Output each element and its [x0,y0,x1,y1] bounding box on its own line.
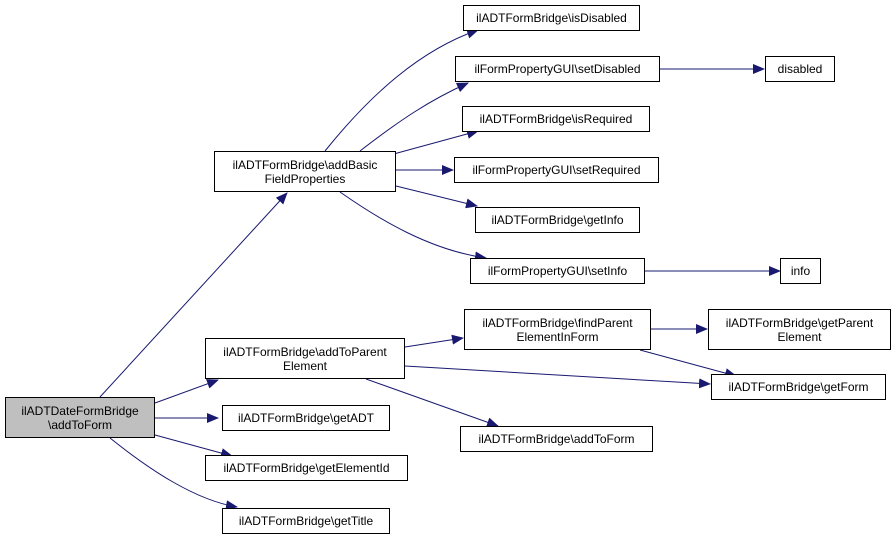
node-label: ilADTFormBridge\getElementId [223,461,390,475]
node-add-to-form[interactable]: ilADTFormBridge\addToForm [460,426,653,452]
node-set-disabled[interactable]: ilFormPropertyGUI\setDisabled [455,56,660,82]
node-label: ilADTFormBridge\getInfo [491,213,624,227]
edge-addtoparent-addtoform [365,378,499,428]
node-get-element-id[interactable]: ilADTFormBridge\getElementId [205,455,408,481]
node-label: ilADTFormBridge\getParent Element [725,315,874,344]
node-info[interactable]: info [780,258,821,284]
node-root-adddate-addtoform: ilADTDateFormBridge \addToForm [5,397,155,438]
node-get-info[interactable]: ilADTFormBridge\getInfo [475,207,640,233]
edge-addbasic-getinfo [395,185,478,209]
node-get-parent-element[interactable]: ilADTFormBridge\getParent Element [708,309,891,350]
node-label: ilFormPropertyGUI\setInfo [487,264,628,278]
edge-addbasic-setdisabled [359,82,469,152]
edge-findparent-getform [639,349,737,378]
node-label: info [790,264,811,278]
edge-addbasic-setinfo [339,191,487,262]
node-find-parent-element-in-form[interactable]: ilADTFormBridge\findParent ElementInForm [464,309,651,350]
node-get-form[interactable]: ilADTFormBridge\getForm [711,374,886,400]
node-label: ilADTFormBridge\findParent ElementInForm [482,315,633,344]
node-label: ilADTFormBridge\addBasic FieldProperties [232,157,378,186]
node-label: ilADTFormBridge\addToForm [478,432,635,446]
node-get-adt[interactable]: ilADTFormBridge\getADT [222,405,390,431]
node-label: ilADTFormBridge\getADT [237,411,375,425]
node-add-basic-field-properties[interactable]: ilADTFormBridge\addBasic FieldProperties [214,151,396,192]
node-label: ilFormPropertyGUI\setRequired [472,163,641,177]
edge-root-addtoparent [154,379,219,404]
edge-root-getelementid [154,434,233,458]
node-disabled[interactable]: disabled [765,56,835,82]
edge-root-gettitle [109,437,238,511]
node-label: disabled [777,62,823,76]
node-add-to-parent-element[interactable]: ilADTFormBridge\addToParent Element [205,338,405,379]
node-get-title[interactable]: ilADTFormBridge\getTitle [222,508,390,534]
edge-addbasic-isrequired [389,129,479,156]
node-label: ilADTFormBridge\addToParent Element [223,344,387,373]
node-set-info[interactable]: ilFormPropertyGUI\setInfo [470,258,645,284]
node-label: ilADTDateFormBridge \addToForm [21,403,139,432]
edge-addtoparent-getform [404,365,711,389]
edge-addbasic-isdisabled [324,28,479,152]
node-label: ilADTFormBridge\isDisabled [476,11,627,25]
edge-addtoparent-findparent [404,334,464,348]
node-label: ilFormPropertyGUI\setDisabled [474,62,641,76]
edge-root-addbasic [99,192,288,398]
node-set-required[interactable]: ilFormPropertyGUI\setRequired [454,157,659,183]
node-is-disabled[interactable]: ilADTFormBridge\isDisabled [463,5,640,31]
node-label: ilADTFormBridge\isRequired [479,112,633,126]
node-label: ilADTFormBridge\getForm [728,380,869,394]
node-is-required[interactable]: ilADTFormBridge\isRequired [462,106,650,132]
node-label: ilADTFormBridge\getTitle [238,514,374,528]
